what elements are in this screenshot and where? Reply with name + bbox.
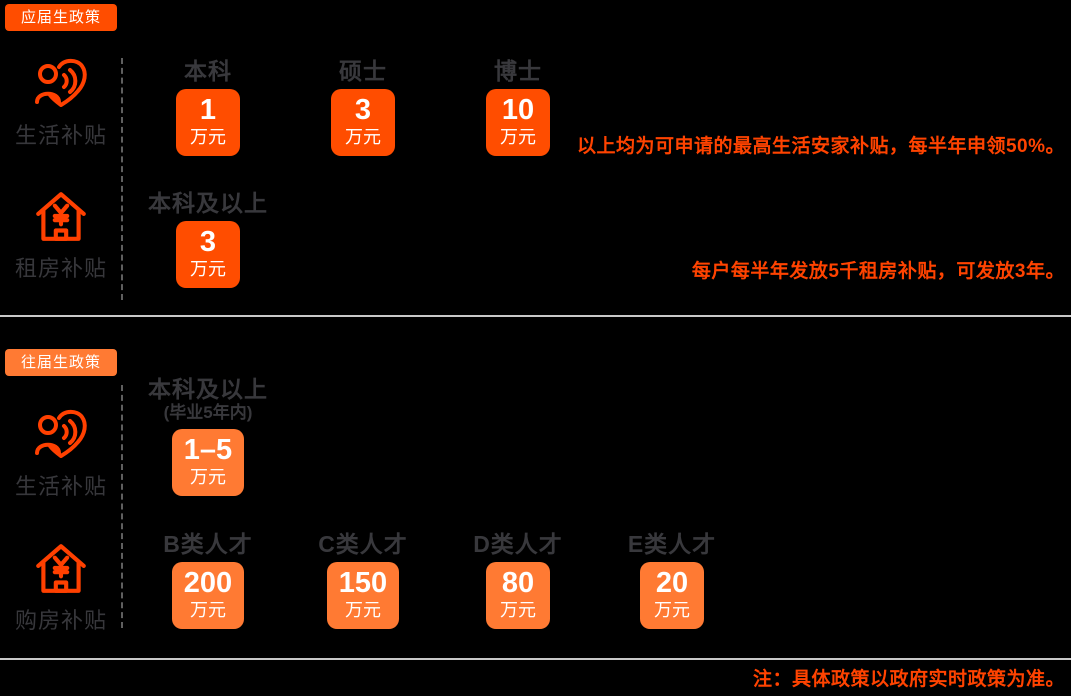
column-talent-d: D类人才 80 万元 [443, 531, 593, 629]
subsidy-amount: 150 [338, 567, 388, 599]
subsidy-unit: 万元 [190, 259, 226, 279]
house-yuan-icon [32, 188, 90, 249]
subsidy-unit: 万元 [654, 600, 690, 620]
row-label: 生活补贴 [14, 123, 107, 148]
row-purchase-subsidy: 购房补贴 [0, 540, 122, 635]
row-rent-subsidy: 租房补贴 [0, 188, 122, 283]
column-header: 本科 [184, 58, 232, 84]
subsidy-unit: 万元 [189, 467, 226, 487]
section-badge-fresh: 应届生政策 [5, 4, 118, 31]
subsidy-unit: 万元 [500, 127, 536, 147]
column-talent-c: C类人才 150 万元 [288, 531, 438, 629]
subsidy-amount: 20 [655, 567, 689, 599]
column-talent-e: E类人才 20 万元 [597, 531, 747, 629]
column-header: 本科及以上 [148, 190, 268, 216]
living-subsidy-note: 以上均为可申请的最高生活安家补贴，每半年申领50%。 [576, 136, 1065, 157]
subsidy-unit: 万元 [345, 127, 381, 147]
subsidy-card: 1–5 万元 [171, 429, 245, 496]
footer-divider [0, 658, 1071, 660]
column-subheader: (毕业5年内) [163, 403, 253, 422]
subsidy-card: 3 万元 [331, 89, 395, 156]
subsidy-card: 200 万元 [171, 562, 245, 629]
dashed-separator [121, 58, 123, 300]
subsidy-unit: 万元 [190, 127, 226, 147]
rent-subsidy-note: 每户每半年发放5千租房补贴，可发放3年。 [691, 261, 1065, 282]
row-label: 购房补贴 [14, 608, 107, 633]
subsidy-amount: 3 [354, 94, 372, 126]
section-badge-previous: 往届生政策 [5, 349, 118, 376]
column-bachelor-above-5yr: 本科及以上 (毕业5年内) 1–5 万元 [133, 376, 283, 496]
row-label: 租房补贴 [14, 256, 107, 281]
subsidy-amount: 3 [199, 226, 217, 258]
column-header: B类人才 [163, 531, 253, 557]
column-phd: 博士 10 万元 [443, 58, 593, 156]
column-bachelor-above: 本科及以上 3 万元 [133, 190, 283, 288]
column-header: C类人才 [318, 531, 408, 557]
subsidy-card: 150 万元 [326, 562, 400, 629]
subsidy-amount: 1 [199, 94, 217, 126]
subsidy-card: 10 万元 [486, 89, 550, 156]
subsidy-unit: 万元 [500, 600, 536, 620]
column-master: 硕士 3 万元 [288, 58, 438, 156]
subsidy-unit: 万元 [189, 600, 226, 620]
subsidy-amount: 1–5 [183, 434, 233, 466]
subsidy-amount: 200 [183, 567, 233, 599]
row-label: 生活补贴 [14, 474, 107, 499]
column-header: 博士 [494, 58, 542, 84]
people-heart-icon [33, 406, 89, 467]
subsidy-unit: 万元 [344, 600, 381, 620]
subsidy-amount: 10 [501, 94, 535, 126]
column-header: 硕士 [339, 58, 387, 84]
subsidy-card: 80 万元 [486, 562, 550, 629]
row-living-subsidy-fresh: 生活补贴 [0, 55, 122, 150]
column-talent-b: B类人才 200 万元 [133, 531, 283, 629]
column-header: D类人才 [473, 531, 563, 557]
subsidy-card: 1 万元 [176, 89, 240, 156]
footer-note: 注：具体政策以政府实时政策为准。 [752, 669, 1065, 690]
subsidy-card: 20 万元 [640, 562, 704, 629]
column-header: E类人才 [627, 531, 717, 557]
dashed-separator [121, 385, 123, 628]
subsidy-amount: 80 [501, 567, 535, 599]
subsidy-card: 3 万元 [176, 221, 240, 288]
house-yuan-icon [32, 540, 90, 601]
column-header: 本科及以上 [148, 376, 268, 402]
people-heart-icon [33, 55, 89, 116]
section-divider [0, 315, 1071, 317]
row-living-subsidy-previous: 生活补贴 [0, 406, 122, 501]
column-bachelor: 本科 1 万元 [133, 58, 283, 156]
